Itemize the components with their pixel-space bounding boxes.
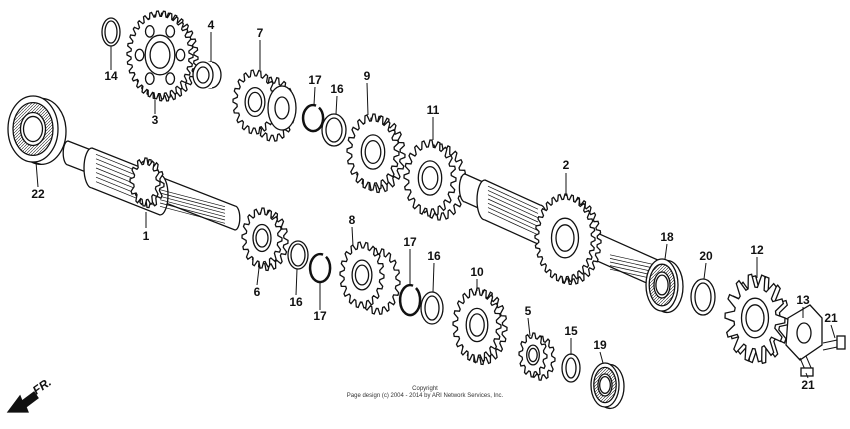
leader-line-23 <box>599 351 604 364</box>
part-6-gear <box>241 207 289 272</box>
front-direction-arrow <box>6 391 39 413</box>
part-13-plate <box>785 304 823 361</box>
callout-16-a: 16 <box>330 82 344 96</box>
part-9-gear <box>346 113 406 194</box>
callout-13: 13 <box>796 293 810 307</box>
copyright-notice: Copyright Page design (c) 2004 - 2014 by… <box>347 386 503 400</box>
copyright-line-2: Page design (c) 2004 - 2014 by ARI Netwo… <box>346 393 504 399</box>
callout-16-c: 16 <box>427 249 441 263</box>
part-14-washer <box>101 17 121 47</box>
callout-17-b: 17 <box>313 309 327 323</box>
callout-8: 8 <box>348 213 356 227</box>
part-4-collar <box>192 61 222 89</box>
leader-line-24 <box>703 262 707 280</box>
leader-line-26 <box>805 372 809 379</box>
part-16-washer-upper <box>321 113 347 147</box>
part-10-gear <box>452 287 508 366</box>
callout-2: 2 <box>562 158 570 172</box>
callout-7: 7 <box>256 26 264 40</box>
callout-15: 15 <box>564 324 578 338</box>
callout-19: 19 <box>593 338 607 352</box>
part-2-gear <box>534 193 602 286</box>
callout-22: 22 <box>31 187 45 201</box>
part-3-gear <box>126 10 199 102</box>
leader-line-17 <box>295 268 298 296</box>
leader-line-21 <box>432 262 435 293</box>
leader-line-25 <box>830 324 836 339</box>
callout-18: 18 <box>660 230 674 244</box>
callout-10: 10 <box>470 265 484 279</box>
callout-3: 3 <box>151 113 159 127</box>
part-5-gear <box>518 332 556 381</box>
leader-line-6 <box>256 267 260 286</box>
copyright-line-1: Copyright <box>412 386 438 392</box>
part-15-washer <box>561 353 581 383</box>
part-12-sprocket <box>724 273 790 365</box>
leader-line-8 <box>351 226 354 247</box>
callout-17-a: 17 <box>308 73 322 87</box>
callout-21-b: 21 <box>801 378 815 392</box>
callout-6: 6 <box>253 285 261 299</box>
callout-5: 5 <box>524 304 532 318</box>
part-7-dogs <box>267 85 297 131</box>
leader-line-27 <box>35 161 39 188</box>
callout-12: 12 <box>750 243 764 257</box>
leader-line-16 <box>335 95 338 115</box>
leader-line-9 <box>366 82 369 116</box>
part-17-circlip-mid <box>398 283 422 317</box>
callout-11: 11 <box>426 103 440 117</box>
callout-20: 20 <box>699 249 713 263</box>
part-18-bearing <box>645 258 684 314</box>
callout-1: 1 <box>142 229 150 243</box>
part-19-bearing <box>590 362 625 410</box>
callout-17-c: 17 <box>403 235 417 249</box>
part-16-washer-lower <box>287 240 309 270</box>
part-17-circlip-upper <box>301 103 325 133</box>
callout-4: 4 <box>207 18 215 32</box>
leader-line-18 <box>313 86 316 106</box>
part-17-circlip-lower <box>308 252 332 284</box>
callout-21-a: 21 <box>824 311 838 325</box>
part-11-gear <box>403 139 467 221</box>
leader-line-22 <box>664 243 668 260</box>
part-8-gear <box>339 241 401 316</box>
part-21-bolt-upper <box>822 335 846 351</box>
part-20-seal <box>690 278 716 316</box>
part-1-gear <box>129 157 165 209</box>
callout-9: 9 <box>363 69 371 83</box>
leader-line-5 <box>527 317 531 337</box>
callout-16-b: 16 <box>289 295 303 309</box>
part-22-bearing <box>7 95 67 166</box>
callout-14: 14 <box>104 69 118 83</box>
part-16-washer-mid <box>420 291 444 325</box>
